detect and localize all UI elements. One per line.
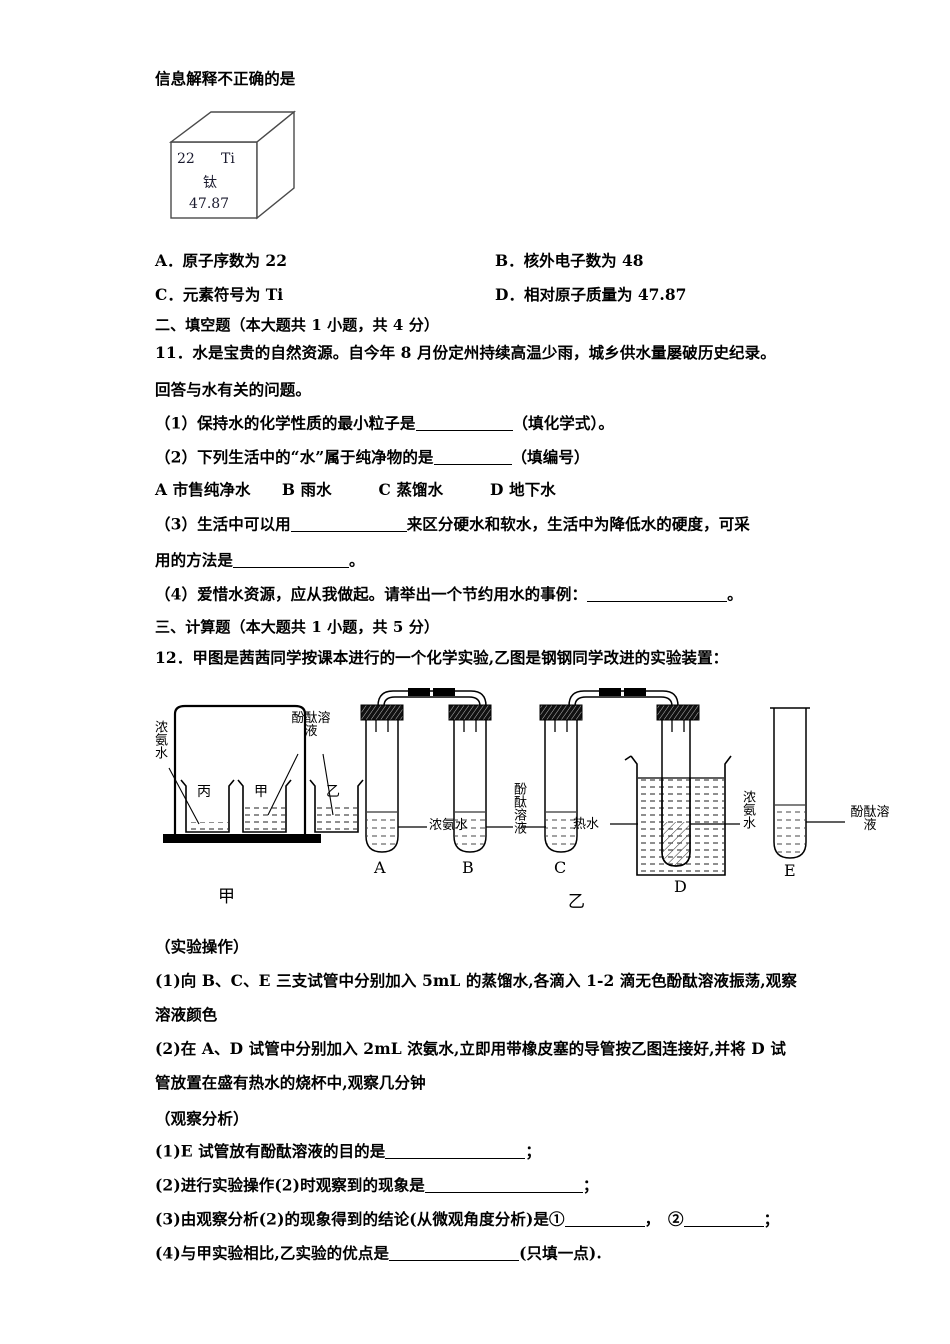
q11-p3-text-d: 。 (349, 550, 365, 570)
label-hot-water: 热水 (573, 817, 600, 832)
figure-caption-yi: 乙 (568, 892, 585, 912)
option-d-key: D． (495, 285, 524, 304)
experiment-operation-heading: （实验操作） (155, 937, 249, 956)
beaker-label-jia: 甲 (254, 784, 268, 800)
analysis-item-3: (3)由观察分析(2)的现象得到的结论(从微观角度分析)是① ， ② ； (155, 1210, 855, 1229)
section-3-heading: 三、计算题（本大题共 1 小题，共 5 分） (155, 618, 439, 636)
question-11-part-2: （2）下列生活中的“水”属于纯净物的是 （填编号） (155, 448, 855, 467)
analysis-1-text-b: ； (525, 1141, 541, 1161)
question-11-part-4: （4）爱惜水资源，应从我做起。请举出一个节约用水的事例： 。 (155, 585, 855, 604)
option-c-text: 元素符号为 Ti (182, 285, 284, 304)
q11-p1-text-a: （1）保持水的化学性质的最小粒子是 (155, 413, 416, 433)
q11-p3-answer-blank-2[interactable] (233, 551, 350, 568)
figure-caption-jia: 甲 (218, 887, 235, 907)
q11-p2-text-a: （2）下列生活中的“水”属于纯净物的是 (155, 447, 434, 467)
option-a-key: A． (155, 251, 183, 270)
tube-id-e: E (784, 861, 796, 880)
experiment-op-1-line1: (1)向 B、C、E 三支试管中分别加入 5mL 的蒸馏水,各滴入 1-2 滴无… (155, 971, 797, 990)
q11-p4-text-b: 。 (727, 584, 743, 604)
tube-id-b: B (462, 858, 474, 877)
option-d-text: 相对原子质量为 47.87 (523, 285, 687, 304)
q11-p3-answer-blank-1[interactable] (290, 515, 407, 532)
experiment-op-2-line2: 管放置在盛有热水的烧杯中,观察几分钟 (155, 1073, 426, 1092)
analysis-3-text-b: ， ② (644, 1209, 684, 1229)
analysis-3-answer-blank-1[interactable] (564, 1210, 645, 1227)
question-11-stem-line2: 回答与水有关的问题。 (155, 380, 312, 399)
question-11-part-1: （1）保持水的化学性质的最小粒子是 （填化学式）。 (155, 414, 855, 433)
tube-id-d: D (674, 877, 687, 896)
option-c-key: C． (155, 285, 183, 304)
experiment-figure: 浓氨水 酚酞溶液 丙 甲 乙 浓氨水 酚酞溶液 热水 浓氨水 酚酞溶液 A B … (152, 672, 915, 917)
analysis-2-text-b: ； (582, 1175, 599, 1195)
cube-svg (168, 110, 296, 220)
q11-p2-answer-blank[interactable] (433, 448, 512, 465)
beaker-label-yi: 乙 (326, 784, 340, 800)
question-stem-tail: 信息解释不正确的是 (155, 69, 296, 88)
option-b-key: B． (495, 251, 524, 270)
question-11-part-3-line2: 用的方法是 。 (155, 551, 855, 570)
analysis-1-answer-blank[interactable] (385, 1142, 526, 1159)
option-b-text: 核外电子数为 48 (523, 251, 644, 270)
analysis-4-text-b: (只填一点). (519, 1243, 602, 1263)
label-phenolphthalein-e: 酚酞溶液 (850, 805, 890, 834)
analysis-3-text-c: ； (763, 1209, 780, 1229)
option-c: C．元素符号为 Ti (155, 283, 495, 305)
q11-p2-text-b: （填编号） (511, 447, 590, 467)
section-2-heading: 二、填空题（本大题共 1 小题，共 4 分） (155, 316, 439, 334)
question-12-stem: 12．甲图是茜茜同学按课本进行的一个化学实验,乙图是钢钢同学改进的实验装置： (155, 648, 729, 667)
label-phenolphthalein-bc: 酚酞溶液 (511, 782, 526, 834)
q11-p1-answer-blank[interactable] (415, 414, 513, 431)
analysis-3-answer-blank-2[interactable] (683, 1210, 764, 1227)
option-row-ab: A．原子序数为 22 B．核外电子数为 48 (155, 249, 855, 271)
analysis-4-text-a: (4)与甲实验相比,乙实验的优点是 (155, 1243, 390, 1263)
apparatus-diagram-svg (163, 688, 845, 876)
label-concentrated-ammonia-d: 浓氨水 (740, 790, 755, 829)
experiment-op-2-line1: (2)在 A、D 试管中分别加入 2mL 浓氨水,立即用带橡皮塞的导管按乙图连接… (155, 1039, 786, 1058)
cube-element-name: 钛 (203, 175, 217, 191)
analysis-item-4: (4)与甲实验相比,乙实验的优点是 (只填一点). (155, 1244, 855, 1263)
option-a: A．原子序数为 22 (155, 249, 495, 271)
cube-atomic-number: 22 (177, 151, 195, 167)
q11-p3-text-c: 用的方法是 (155, 550, 234, 570)
tube-id-a: A (374, 858, 386, 877)
q11-p1-text-b: （填化学式）。 (512, 413, 614, 433)
label-phenolphthalein-jia: 酚酞溶液 (291, 711, 331, 740)
q11-p3-text-a: （3）生活中可以用 (155, 514, 291, 534)
option-b: B．核外电子数为 48 (495, 249, 855, 271)
analysis-3-text-a: (3)由观察分析(2)的现象得到的结论(从微观角度分析)是① (155, 1209, 565, 1229)
question-11-part-2-choices: A 市售纯净水 B 雨水 C 蒸馏水 D 地下水 (155, 480, 556, 499)
analysis-2-answer-blank[interactable] (424, 1176, 583, 1193)
experiment-op-1-line2: 溶液颜色 (155, 1005, 218, 1024)
option-a-text: 原子序数为 22 (182, 251, 287, 270)
q11-p3-text-b: 来区分硬水和软水，生活中为降低水的硬度，可采 (406, 514, 750, 534)
analysis-2-text-a: (2)进行实验操作(2)时观察到的现象是 (155, 1175, 425, 1195)
element-cube-figure: 22 Ti 钛 47.87 (163, 106, 303, 228)
cube-atomic-mass: 47.87 (189, 196, 230, 212)
tube-id-c: C (554, 858, 567, 877)
question-11-part-3-line1: （3）生活中可以用 来区分硬水和软水，生活中为降低水的硬度，可采 (155, 515, 855, 534)
option-d: D．相对原子质量为 47.87 (495, 283, 855, 305)
cube-element-symbol: Ti (221, 151, 235, 167)
analysis-4-answer-blank[interactable] (389, 1244, 520, 1261)
analysis-item-2: (2)进行实验操作(2)时观察到的现象是 ； (155, 1176, 855, 1195)
analysis-1-text-a: (1)E 试管放有酚酞溶液的目的是 (155, 1141, 386, 1161)
analysis-item-1: (1)E 试管放有酚酞溶液的目的是 ； (155, 1142, 855, 1161)
beaker-label-bing: 丙 (197, 784, 211, 800)
q11-p4-answer-blank[interactable] (587, 585, 728, 602)
label-concentrated-ammonia-jia: 浓氨水 (152, 720, 167, 759)
observation-analysis-heading: （观察分析） (155, 1109, 249, 1128)
option-row-cd: C．元素符号为 Ti D．相对原子质量为 47.87 (155, 283, 855, 305)
q11-p4-text-a: （4）爱惜水资源，应从我做起。请举出一个节约用水的事例： (155, 584, 588, 604)
question-11-stem-line1: 11．水是宝贵的自然资源。自今年 8 月份定州持续高温少雨，城乡供水量屡破历史纪… (155, 343, 776, 362)
label-concentrated-ammonia-a: 浓氨水 (429, 818, 469, 833)
